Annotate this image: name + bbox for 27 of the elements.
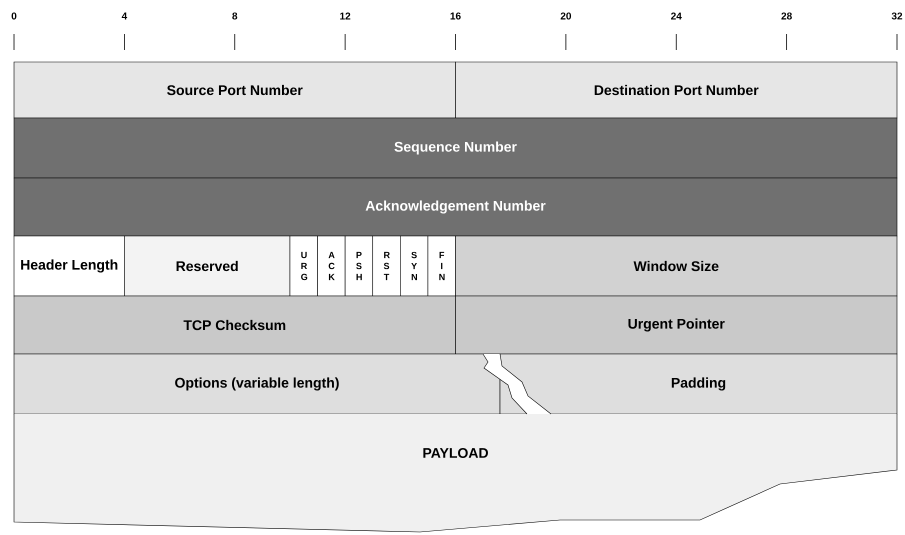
flag-bit-field: A C K <box>317 236 346 296</box>
header-field: Reserved <box>124 236 290 296</box>
header-field: Destination Port Number <box>455 62 898 118</box>
header-field: Source Port Number <box>14 62 456 118</box>
bit-number: 16 <box>450 12 461 20</box>
header-field: Options (variable length) <box>14 354 500 414</box>
header-field: Window Size <box>455 236 898 296</box>
bit-number: 20 <box>560 12 572 20</box>
bit-number: 28 <box>781 12 792 20</box>
flag-bit-field: P S H <box>344 236 374 296</box>
bit-number: 24 <box>671 12 682 20</box>
bit-number: 12 <box>340 12 350 20</box>
header-field: TCP Checksum <box>14 296 456 354</box>
header-field: Sequence Number <box>14 118 898 178</box>
bit-number: 32 <box>892 12 902 20</box>
flag-bit-field: R S T <box>372 236 401 296</box>
header-field: Padding <box>500 354 898 414</box>
payload-area: PAYLOAD <box>14 414 898 532</box>
bit-number: 4 <box>122 12 128 20</box>
header-field: Header Length <box>14 236 125 296</box>
flag-bit-field: U R G <box>290 236 318 296</box>
flag-bit-field: F I N <box>428 236 456 296</box>
bit-number: 0 <box>12 12 16 20</box>
header-field: Urgent Pointer <box>455 296 898 354</box>
flag-bit-field: S Y N <box>400 236 428 296</box>
header-field: Acknowledgement Number <box>14 178 898 236</box>
bit-number: 8 <box>232 12 238 20</box>
